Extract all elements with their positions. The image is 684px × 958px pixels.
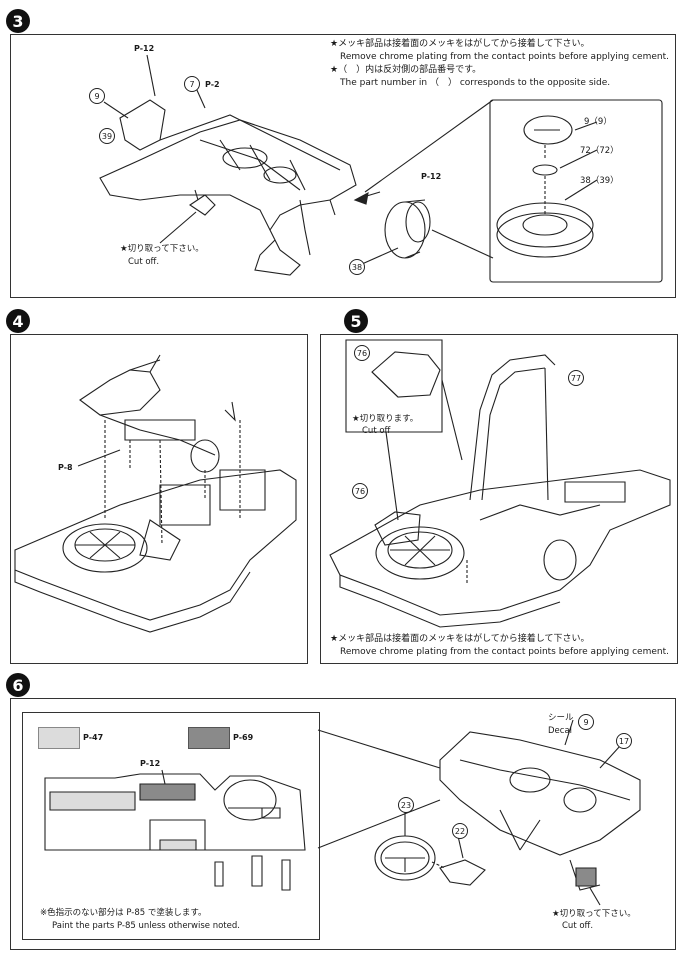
step-4-pcode: P-8 bbox=[58, 463, 73, 472]
step-6-part-22: 22 bbox=[452, 823, 468, 839]
step-4-badge: 4 bbox=[6, 309, 30, 333]
step-6-paint-jp: ※色指示のない部分は P-85 で塗装します。 bbox=[40, 908, 207, 918]
step-5-part-77: 77 bbox=[568, 370, 584, 386]
step-5-part-76: 76 bbox=[352, 483, 368, 499]
step-3-detail-72: 72（72） bbox=[580, 146, 619, 156]
step-3-pcode-a: P-12 bbox=[134, 44, 155, 53]
step-6-decal-num: 9 bbox=[578, 714, 594, 730]
step-3-part-38: 38 bbox=[349, 259, 365, 275]
step-3-pcode-b: P-2 bbox=[205, 80, 220, 89]
step-3-part-7: 7 bbox=[184, 76, 200, 92]
step-6-cut-jp: ★切り取って下さい。 bbox=[552, 909, 636, 919]
step-3-part-note-en: The part number in （ ） corresponds to th… bbox=[340, 78, 611, 88]
step-3-cut-en: Cut off. bbox=[128, 257, 160, 267]
step-3-part-39: 39 bbox=[99, 128, 115, 144]
step-5-part-76-detail: 76 bbox=[354, 345, 370, 361]
step-6-part-23: 23 bbox=[398, 797, 414, 813]
step-6-paint-en: Paint the parts P-85 unless otherwise no… bbox=[52, 921, 240, 931]
step-6-cut-en: Cut off. bbox=[562, 921, 594, 931]
step-6-part-17: 17 bbox=[616, 733, 632, 749]
step-6-swatch-dark-code: P-69 bbox=[233, 733, 254, 742]
step-5-chrome-note-jp: ★メッキ部品は接着面のメッキをはがしてから接着して下さい。 bbox=[330, 634, 590, 644]
step-3-part-note-jp: ★（ ）内は反対側の部品番号です。 bbox=[330, 65, 482, 75]
step-6-detail-box bbox=[22, 712, 320, 940]
step-3-detail-38: 38（39） bbox=[580, 176, 619, 186]
step-6-decal-en: Decal bbox=[548, 726, 573, 736]
step-6-decal-jp: シール bbox=[548, 713, 574, 723]
step-6-swatch-light-code: P-47 bbox=[83, 733, 104, 742]
step-3-part-9: 9 bbox=[89, 88, 105, 104]
step-5-badge: 5 bbox=[344, 309, 368, 333]
step-6-badge: 6 bbox=[6, 673, 30, 697]
step-5-cut-jp: ★切り取ります。 bbox=[352, 414, 419, 424]
step-6-swatch-dark bbox=[188, 727, 230, 749]
step-6-dash-pcode: P-12 bbox=[140, 759, 161, 768]
step-3-cut-jp: ★切り取って下さい。 bbox=[120, 244, 204, 254]
step-3-detail-9: 9（9） bbox=[584, 117, 612, 127]
step-3-chrome-note-jp: ★メッキ部品は接着面のメッキをはがしてから接着して下さい。 bbox=[330, 39, 590, 49]
step-3-pcode-c: P-12 bbox=[421, 172, 442, 181]
step-5-cut-en: Cut off bbox=[362, 426, 391, 436]
step-6-swatch-light bbox=[38, 727, 80, 749]
step-3-badge: 3 bbox=[6, 9, 30, 33]
step-5-chrome-note-en: Remove chrome plating from the contact p… bbox=[340, 647, 669, 657]
step-3-chrome-note-en: Remove chrome plating from the contact p… bbox=[340, 52, 669, 62]
